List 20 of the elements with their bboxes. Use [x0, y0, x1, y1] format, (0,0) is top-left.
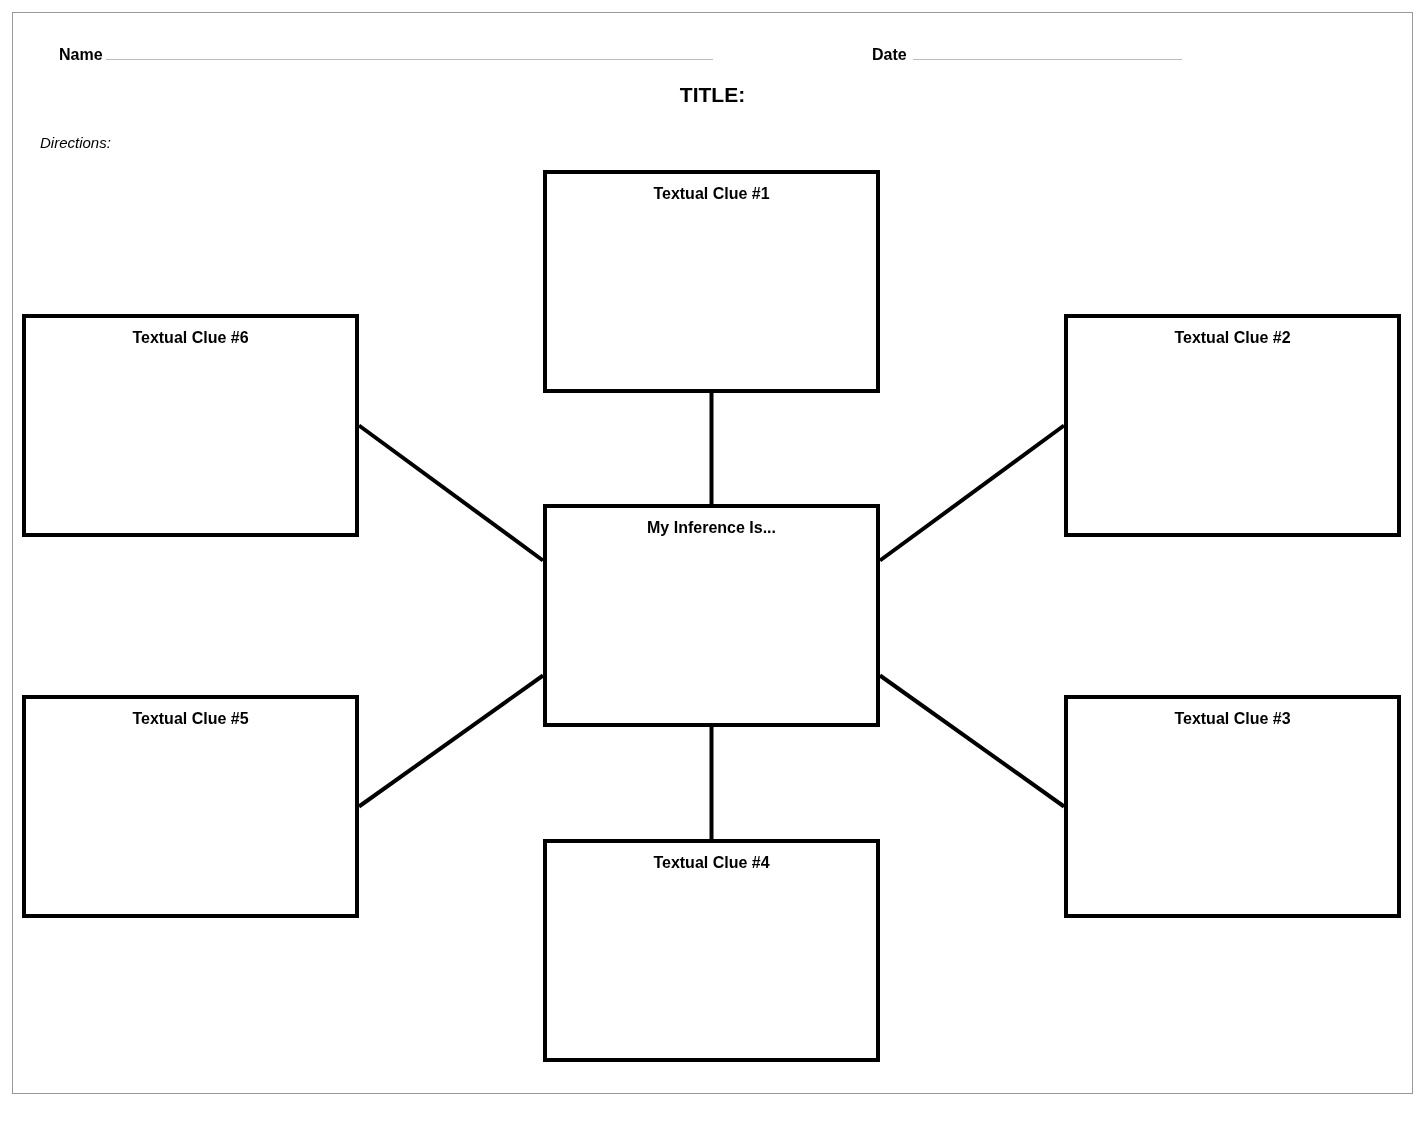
- box-heading: Textual Clue #5: [132, 709, 249, 729]
- answer-box: [22, 314, 359, 537]
- title: TITLE:: [678, 82, 747, 108]
- answer-box: [543, 504, 880, 727]
- connector-line: [709, 727, 714, 839]
- box-heading: Textual Clue #2: [1174, 328, 1291, 348]
- box-heading: Textual Clue #1: [653, 184, 770, 204]
- date-label: Date: [872, 45, 907, 65]
- answer-box: [1064, 695, 1401, 918]
- name-label: Name: [59, 45, 103, 65]
- answer-box: [543, 170, 880, 393]
- answer-box: [22, 695, 359, 918]
- box-heading: Textual Clue #6: [132, 328, 249, 348]
- directions-label: Directions:: [40, 133, 111, 153]
- box-heading: Textual Clue #4: [653, 853, 770, 873]
- box-heading: My Inference Is...: [647, 518, 776, 538]
- connector-line: [709, 393, 714, 504]
- box-heading: Textual Clue #3: [1174, 709, 1291, 729]
- answer-box: [543, 839, 880, 1062]
- answer-box: [1064, 314, 1401, 537]
